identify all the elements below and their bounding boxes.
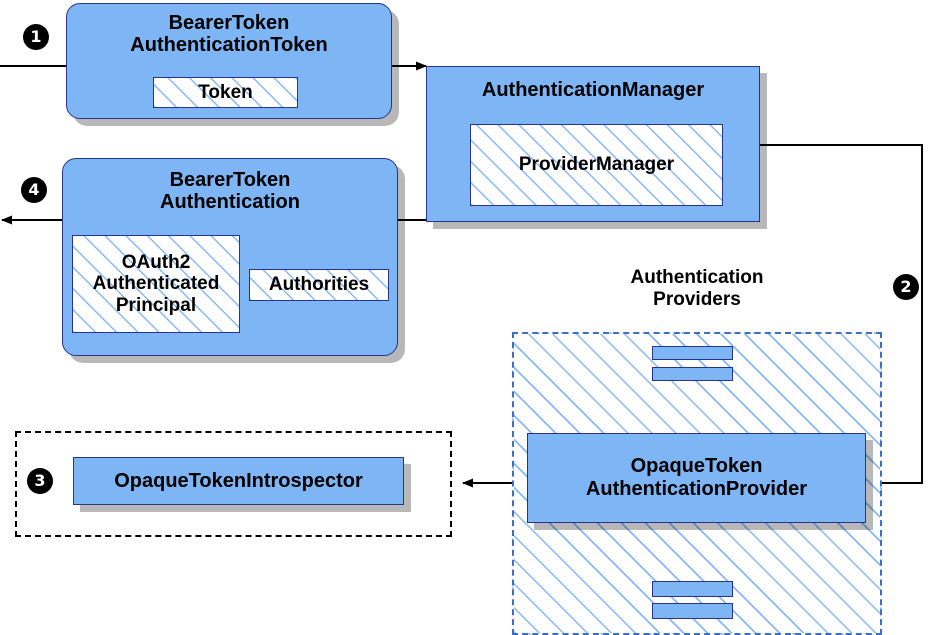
authentication-providers-label-line1: Authentication <box>630 267 764 288</box>
badge-step-3-number: 3 <box>34 471 46 490</box>
node-opaque-token-introspector[interactable]: OpaqueTokenIntrospector <box>73 457 404 505</box>
principal-line-2: Authenticated <box>92 273 220 295</box>
provider-stack-bar-bottom-1 <box>652 581 733 597</box>
inner-authorities-box[interactable]: Authorities <box>249 269 389 301</box>
node-opaque-token-introspector-label: OpaqueTokenIntrospector <box>114 469 363 492</box>
introspector-group <box>15 431 452 537</box>
badge-step-4-number: 4 <box>28 180 40 199</box>
inner-token-label: Token <box>198 81 253 103</box>
node-bearer-token-authentication-title: BearerToken Authentication <box>63 169 397 214</box>
badge-step-3: 3 <box>28 469 52 493</box>
badge-step-2-number: 2 <box>900 277 912 296</box>
node-bearer-token-authentication-token-title: BearerToken AuthenticationToken <box>67 12 391 57</box>
title-line-1: BearerToken <box>169 169 291 191</box>
principal-line-3: Principal <box>115 294 197 316</box>
provider-stack-bar-top-1 <box>652 346 733 360</box>
node-opaque-token-authentication-provider[interactable]: OpaqueToken AuthenticationProvider <box>527 433 866 523</box>
badge-step-2: 2 <box>894 275 918 299</box>
authentication-providers-label-line2: Providers <box>653 288 741 310</box>
inner-authorities-label: Authorities <box>268 274 370 296</box>
badge-step-1: 1 <box>24 25 48 49</box>
inner-provider-manager-box[interactable]: ProviderManager <box>470 124 723 206</box>
node-authentication-manager-title: AuthenticationManager <box>481 79 705 101</box>
title-line-2: AuthenticationToken <box>130 34 328 57</box>
title-line-2: Authentication <box>160 191 300 214</box>
badge-step-4: 4 <box>22 178 46 202</box>
title-line-1: BearerToken <box>168 12 290 34</box>
provider-stack-bar-top-2 <box>652 367 733 381</box>
node-bearer-token-authentication-token[interactable]: BearerToken AuthenticationToken <box>66 3 392 119</box>
authentication-providers-label: Authentication Providers <box>562 267 832 310</box>
inner-token-box[interactable]: Token <box>153 77 298 108</box>
provider-stack-bar-bottom-2 <box>652 603 733 619</box>
inner-oauth2-authenticated-principal-box[interactable]: OAuth2 Authenticated Principal <box>72 235 240 333</box>
principal-line-1: OAuth2 <box>121 252 191 274</box>
title-line-2: AuthenticationProvider <box>585 478 808 500</box>
badge-step-1-number: 1 <box>30 27 42 46</box>
inner-provider-manager-label: ProviderManager <box>518 154 675 176</box>
title-line-1: OpaqueToken <box>630 455 763 478</box>
